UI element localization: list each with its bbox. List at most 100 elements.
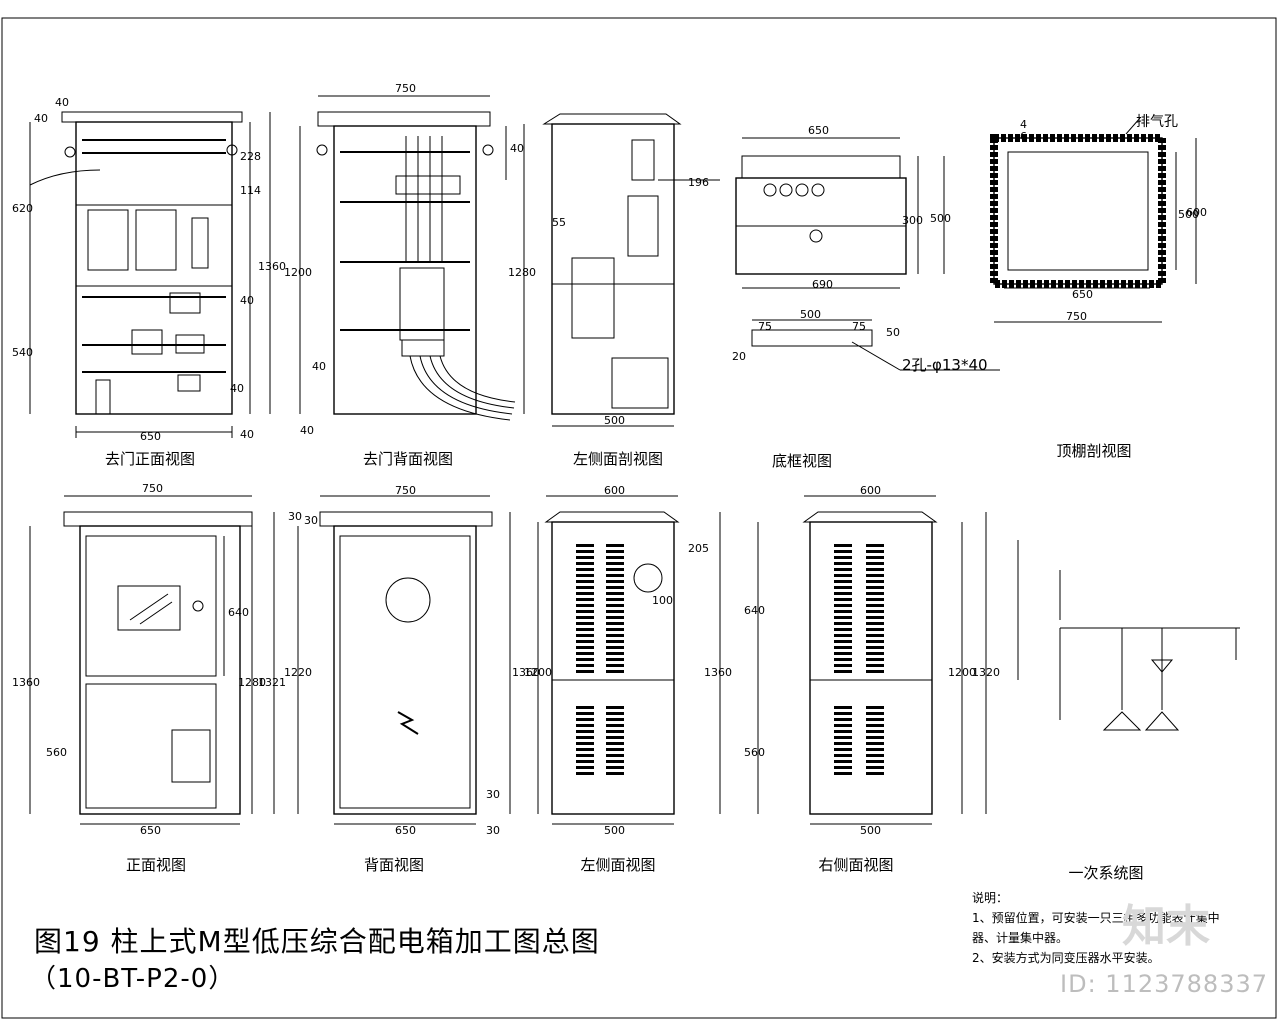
vent-slot — [866, 604, 884, 607]
vent-slot — [834, 766, 852, 769]
drawing-number: （10-BT-P2-0） — [30, 964, 236, 994]
vent-slot — [834, 652, 852, 655]
dim-d2: 55 — [552, 216, 566, 229]
dim-h3: 1280 — [238, 676, 266, 689]
vent-slot — [606, 550, 624, 553]
vent-slot — [606, 568, 624, 571]
dim-s4: 50 — [886, 326, 900, 339]
vent-slot — [576, 556, 594, 559]
vent-slot — [576, 562, 594, 565]
vent-slot — [834, 634, 852, 637]
vent-slot — [866, 706, 884, 709]
vent-slot — [576, 598, 594, 601]
vent-slot — [834, 574, 852, 577]
vent-slot — [834, 742, 852, 745]
dim-w: 750 — [395, 82, 416, 95]
caption-base-frame: 底框视图 — [771, 452, 832, 470]
dim-s1: 75 — [758, 320, 772, 333]
dim-h2: 540 — [12, 346, 33, 359]
dim-h1: 500 — [1178, 208, 1199, 221]
note-item-2: 2、安装方式为同变压器水平安装。 — [972, 951, 1160, 965]
vent-slot — [606, 772, 624, 775]
vent-slot — [866, 556, 884, 559]
vent-slot — [834, 670, 852, 673]
vent-slot — [834, 628, 852, 631]
vent-slot — [866, 580, 884, 583]
vent-slot — [834, 724, 852, 727]
dim-h4: 1321 — [258, 676, 286, 689]
dim-l1: 40 — [312, 360, 326, 373]
dim-total: 1360 — [258, 260, 286, 273]
vent-slot — [866, 544, 884, 547]
vent-slot — [866, 640, 884, 643]
vent-slot — [866, 598, 884, 601]
vent-slot — [866, 586, 884, 589]
vent-slot — [606, 712, 624, 715]
caption-back: 背面视图 — [363, 856, 424, 874]
vent-slot — [606, 598, 624, 601]
vent-slot — [606, 646, 624, 649]
vent-slot — [834, 730, 852, 733]
vent-slot — [576, 670, 594, 673]
vent-slot — [606, 754, 624, 757]
dim-h1: 1220 — [284, 666, 312, 679]
dim-h1: 640 — [744, 604, 765, 617]
dim-w1: 600 — [604, 484, 625, 497]
dim-w2: 650 — [395, 824, 416, 837]
vent-slot — [866, 562, 884, 565]
vent-slot — [834, 736, 852, 739]
dim-a: 30 — [288, 510, 302, 523]
vent-slot — [834, 544, 852, 547]
vent-slot — [834, 550, 852, 553]
hole-spec: 2孔-φ13*40 — [902, 356, 988, 374]
vent-slot — [576, 718, 594, 721]
vent-slot — [606, 586, 624, 589]
vent-slot — [866, 766, 884, 769]
dim-h1: 1200 — [524, 666, 552, 679]
vent-slot — [606, 658, 624, 661]
dim-h4: 1320 — [972, 666, 1000, 679]
dim-w2: 690 — [812, 278, 833, 291]
dim-b: 6 — [1020, 130, 1027, 143]
dim-top: 40 — [55, 96, 69, 109]
vent-slot — [834, 610, 852, 613]
vent-slot — [576, 754, 594, 757]
vent-slot — [866, 742, 884, 745]
dim-w2: 500 — [860, 824, 881, 837]
dim-h3: 1200 — [948, 666, 976, 679]
vent-slot — [606, 664, 624, 667]
vent-slot — [834, 586, 852, 589]
vent-slot — [576, 664, 594, 667]
dim-h2: 560 — [744, 746, 765, 759]
dim-w1: 650 — [1072, 288, 1093, 301]
dim-v2: 114 — [240, 184, 261, 197]
dim-l2: 40 — [300, 424, 314, 437]
dim-h1: 640 — [228, 606, 249, 619]
dim-w: 500 — [604, 414, 625, 427]
vent-slot — [576, 568, 594, 571]
vent-slot — [606, 742, 624, 745]
dim-v1: 228 — [240, 150, 261, 163]
caption-roof-section: 顶棚剖视图 — [1056, 442, 1132, 460]
caption-front: 正面视图 — [125, 856, 186, 874]
view-front-no-door: 650 40 40 228 114 620 540 1360 40 40 40 — [12, 96, 286, 443]
caption-front-no-door: 去门正面视图 — [104, 450, 195, 468]
vent-slot — [834, 760, 852, 763]
vent-slot — [866, 658, 884, 661]
vent-slot — [606, 640, 624, 643]
sheet-border — [1, 17, 1277, 1019]
vent-slot — [576, 712, 594, 715]
dim-a: 4 — [1020, 118, 1027, 131]
vent-slot — [834, 580, 852, 583]
dim-a: 205 — [688, 542, 709, 555]
vent-slot — [834, 748, 852, 751]
vent-slot — [606, 556, 624, 559]
vent-slot — [866, 724, 884, 727]
notes-heading: 说明： — [972, 891, 1009, 905]
caption-back-no-door: 去门背面视图 — [362, 450, 453, 468]
dim-s2: 75 — [852, 320, 866, 333]
dim-w1: 650 — [808, 124, 829, 137]
view-left-section: 1280 500 196 55 — [508, 113, 720, 427]
vent-slot — [834, 712, 852, 715]
vent-slot — [606, 724, 624, 727]
